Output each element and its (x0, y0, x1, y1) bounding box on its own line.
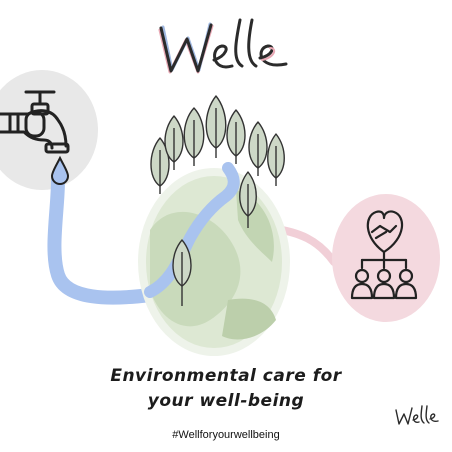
community-handshake-heart-icon (350, 210, 418, 300)
well-logo (158, 18, 288, 74)
water-drop-icon (50, 155, 70, 185)
headline-line-1: Environmental care for (110, 366, 342, 386)
corner-well-logo (395, 405, 439, 425)
community-bubble (332, 194, 440, 322)
headline-line-2: your well-being (147, 391, 305, 411)
water-stream (47, 173, 157, 305)
hashtag: #Wellforyourwellbeing (172, 429, 280, 441)
earth-globe-icon (138, 162, 290, 356)
water-tap-icon (0, 90, 70, 154)
tap-bubble (0, 70, 98, 190)
tree-icon (150, 95, 285, 306)
